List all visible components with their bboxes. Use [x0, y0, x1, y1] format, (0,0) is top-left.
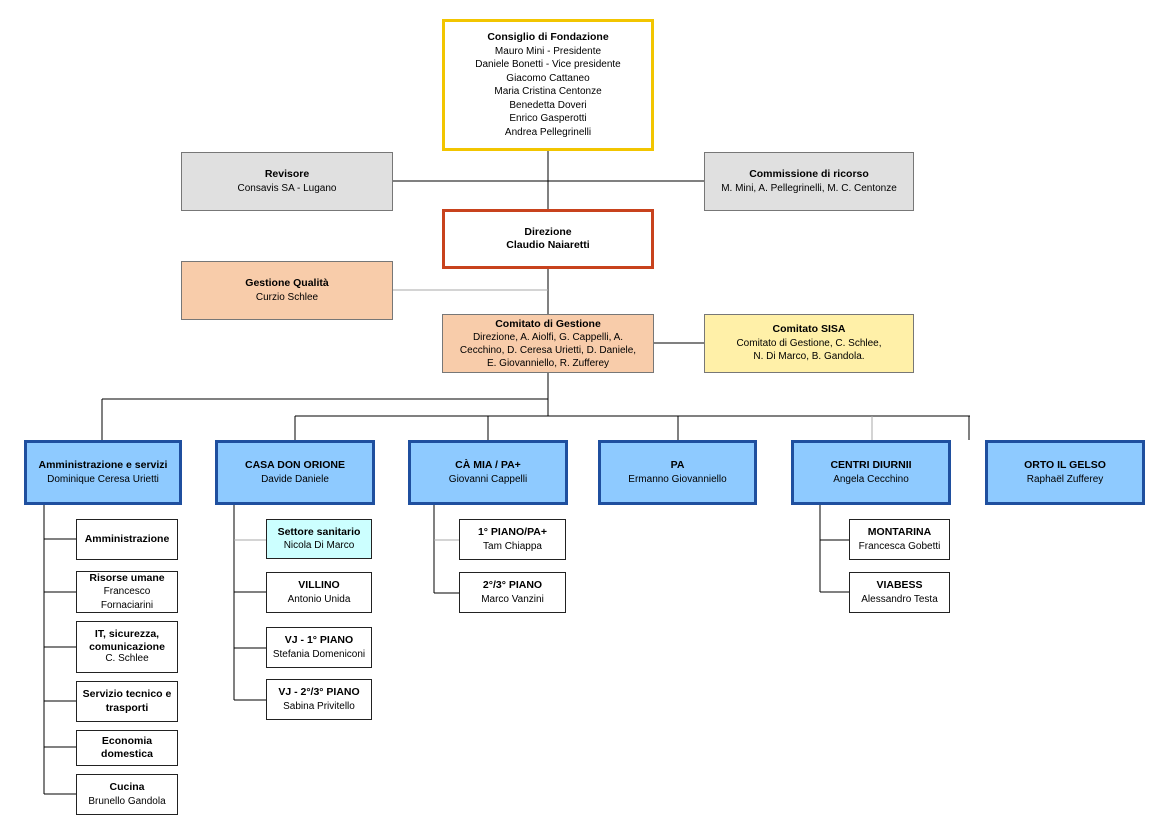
sub-unit-title: VILLINO — [298, 579, 340, 591]
sub-unit-title: MONTARINA — [867, 526, 932, 538]
department-box: ORTO IL GELSO Raphaël Zufferey — [985, 440, 1145, 505]
quality-management-name: Curzio Schlee — [255, 291, 319, 303]
sub-unit-box: VIABESS Alessandro Testa — [849, 572, 950, 613]
sub-unit-box: Settore sanitario Nicola Di Marco — [266, 519, 372, 559]
sub-unit-title: Cucina — [109, 781, 145, 793]
sub-unit-head: C. Schlee — [105, 653, 149, 665]
management-committee-members: Direzione, A. Aiolfi, G. Cappelli, A. Ce… — [459, 331, 637, 369]
sub-unit-title: 1° PIANO/PA+ — [477, 526, 548, 538]
direction-title: Direzione — [524, 225, 572, 238]
sub-unit-box: Economia domestica — [76, 730, 178, 766]
sub-unit-title: IT, sicurezza, comunicazione — [89, 628, 165, 653]
sub-unit-head: Antonio Unida — [287, 593, 351, 605]
department-title: CENTRI DIURNII — [830, 459, 912, 471]
department-head: Angela Cecchino — [833, 473, 909, 485]
sub-unit-box: 2°/3° PIANO Marco Vanzini — [459, 572, 566, 613]
sub-unit-head: Marco Vanzini — [481, 593, 544, 605]
sub-unit-head: Tam Chiappa — [483, 540, 542, 552]
department-title: CÀ MIA / PA+ — [455, 459, 521, 471]
department-head: Raphaël Zufferey — [1026, 473, 1104, 485]
department-head: Dominique Ceresa Urietti — [47, 473, 159, 485]
auditor-name: Consavis SA - Lugano — [237, 182, 337, 194]
management-committee-box: Comitato di Gestione Direzione, A. Aiolf… — [442, 314, 654, 373]
department-title: PA — [670, 459, 685, 471]
department-title: CASA DON ORIONE — [245, 459, 345, 471]
sub-unit-title: Servizio tecnico e trasporti — [82, 688, 172, 714]
appeals-commission-title: Commissione di ricorso — [749, 168, 869, 180]
department-box: CÀ MIA / PA+ Giovanni Cappelli — [408, 440, 568, 505]
sub-unit-title: 2°/3° PIANO — [482, 579, 543, 591]
sub-unit-box: VJ - 1° PIANO Stefania Domeniconi — [266, 627, 372, 668]
sub-unit-box: IT, sicurezza, comunicazione C. Schlee — [76, 621, 178, 673]
sub-unit-title: VJ - 1° PIANO — [284, 634, 354, 646]
sub-unit-head: Alessandro Testa — [861, 593, 938, 605]
direction-name: Claudio Naiaretti — [506, 239, 590, 251]
foundation-council-title: Consiglio di Fondazione — [487, 31, 609, 43]
appeals-commission-members: M. Mini, A. Pellegrinelli, M. C. Centonz… — [721, 182, 897, 194]
sub-unit-head: Brunello Gandola — [88, 795, 166, 807]
department-box: CASA DON ORIONE Davide Daniele — [215, 440, 375, 505]
sisa-committee-box: Comitato SISA Comitato di Gestione, C. S… — [704, 314, 914, 373]
sub-unit-title: Amministrazione — [84, 532, 170, 545]
sub-unit-box: VJ - 2°/3° PIANO Sabina Privitello — [266, 679, 372, 720]
department-title: Amministrazione e servizi — [38, 459, 168, 471]
sub-unit-box: Cucina Brunello Gandola — [76, 774, 178, 815]
sub-unit-box: Risorse umane Francesco Fornaciarini — [76, 571, 178, 613]
direction-box: Direzione Claudio Naiaretti — [442, 209, 654, 269]
department-head: Giovanni Cappelli — [448, 473, 528, 485]
sisa-committee-title: Comitato SISA — [772, 323, 846, 336]
foundation-council-members: Mauro Mini - Presidente Daniele Bonetti … — [475, 45, 621, 138]
sub-unit-box: MONTARINA Francesca Gobetti — [849, 519, 950, 560]
auditor-title: Revisore — [264, 168, 310, 180]
sub-unit-head: Francesca Gobetti — [858, 540, 941, 552]
sisa-committee-members: Comitato di Gestione, C. Schlee, N. Di M… — [736, 337, 882, 363]
sub-unit-title: Economia domestica — [101, 734, 153, 761]
department-box: PA Ermanno Giovanniello — [598, 440, 757, 505]
foundation-council-box: Consiglio di Fondazione Mauro Mini - Pre… — [442, 19, 654, 151]
quality-management-box: Gestione Qualità Curzio Schlee — [181, 261, 393, 320]
department-box: Amministrazione e servizi Dominique Cere… — [24, 440, 182, 505]
sub-unit-title: Risorse umane — [89, 571, 165, 584]
department-title: ORTO IL GELSO — [1024, 459, 1106, 471]
sub-unit-box: 1° PIANO/PA+ Tam Chiappa — [459, 519, 566, 560]
sub-unit-box: Servizio tecnico e trasporti — [76, 681, 178, 722]
management-committee-title: Comitato di Gestione — [495, 317, 601, 330]
department-box: CENTRI DIURNII Angela Cecchino — [791, 440, 951, 505]
sub-unit-title: VIABESS — [876, 579, 923, 591]
appeals-commission-box: Commissione di ricorso M. Mini, A. Pelle… — [704, 152, 914, 211]
sub-unit-head: Sabina Privitello — [283, 700, 355, 712]
sub-unit-title: Settore sanitario — [277, 525, 361, 538]
sub-unit-title: VJ - 2°/3° PIANO — [278, 686, 360, 698]
sub-unit-box: VILLINO Antonio Unida — [266, 572, 372, 613]
sub-unit-head: Francesco Fornaciarini — [100, 586, 154, 611]
department-head: Davide Daniele — [261, 473, 329, 485]
quality-management-title: Gestione Qualità — [245, 277, 329, 289]
sub-unit-box: Amministrazione — [76, 519, 178, 560]
sub-unit-head: Stefania Domeniconi — [272, 648, 366, 660]
department-head: Ermanno Giovanniello — [628, 473, 727, 485]
sub-unit-head: Nicola Di Marco — [283, 540, 355, 551]
auditor-box: Revisore Consavis SA - Lugano — [181, 152, 393, 211]
